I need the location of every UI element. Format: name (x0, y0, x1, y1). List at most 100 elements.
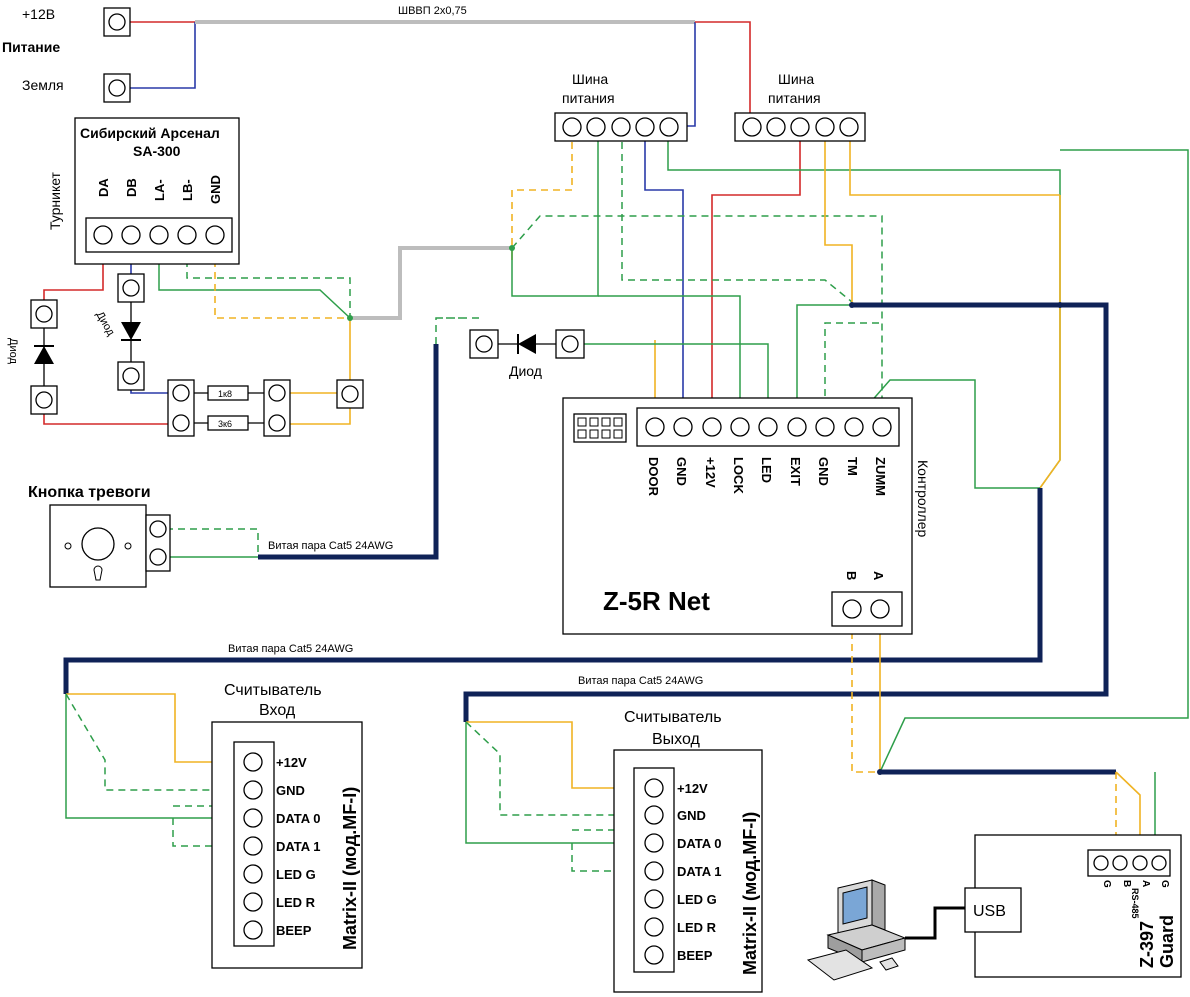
resistor-1k8-label: 1к8 (218, 389, 232, 399)
wire-gnd2-dash (824, 322, 882, 420)
junction-dot (877, 769, 883, 775)
terminal-screw (844, 417, 864, 437)
reader-out-pin-label: GND (677, 808, 706, 823)
cpu-side (861, 937, 906, 963)
junction-dot (509, 245, 515, 251)
reader-in-pin-label: BEEP (276, 923, 312, 938)
cable-entry (63, 488, 1043, 694)
reader-in-pin-label: +12V (276, 755, 307, 770)
jumper-pin (613, 417, 623, 427)
alarm-cable-label: Витая пара Cat5 24AWG (268, 540, 393, 552)
resistor-1k8 (207, 385, 249, 401)
alarm-button-icon[interactable] (81, 527, 115, 561)
terminal-screw (561, 335, 579, 353)
terminal-screw (787, 417, 807, 437)
resistor-3k6-label: 3к6 (218, 419, 232, 429)
diode-left-symbol-icon (34, 346, 54, 364)
terminal-screw (644, 778, 664, 798)
power-ground-terminal[interactable] (103, 73, 131, 103)
reader-out-pin-label: DATA 1 (677, 864, 722, 879)
resistor-leads (194, 392, 264, 424)
jumper-pin (589, 429, 599, 439)
terminal-screw (659, 117, 679, 137)
wire-tm (854, 379, 1040, 489)
power-cable-label: ШВВП 2х0,75 (398, 5, 467, 17)
converter-pin-label: A (1140, 880, 1151, 887)
turnstile-side-label: Турникет (47, 171, 63, 230)
cable-usb (905, 906, 968, 940)
converter-usb-port[interactable] (964, 887, 1022, 933)
turnstile-model: SA-300 (133, 143, 181, 159)
terminal-screw (644, 917, 664, 937)
terminal-screw (268, 384, 286, 402)
crossings (347, 245, 1063, 775)
wire-bus-left-ground (683, 22, 696, 127)
alarm-button: Кнопка тревоги Витая пара Cat5 24AWG (28, 484, 393, 588)
converter-rs-label: RS-485 (1130, 888, 1140, 919)
reader-in-label-1: Считыватель (224, 682, 322, 699)
turnstile-pin-label: DB (124, 178, 139, 197)
wire-bus-right-plus (695, 21, 775, 127)
controller-pin-label: LOCK (731, 457, 746, 494)
terminal-screw (341, 385, 359, 403)
reader-in-pin-label: LED R (276, 895, 316, 910)
jumper-pin (577, 417, 587, 427)
wire-out-data1 (571, 829, 654, 872)
reader-exit: Считыватель Выход +12V GND DATA 0 DATA 1… (613, 709, 763, 993)
wire-diode-dash (435, 316, 481, 344)
terminal-screw (35, 391, 53, 409)
wire-out-gnd (465, 721, 654, 816)
terminal-screw (842, 599, 862, 619)
terminal-screw (872, 417, 892, 437)
terminal-screw (243, 808, 263, 828)
alarm-title: Кнопка тревоги (28, 484, 151, 501)
cable-exit-label: Витая пара Cat5 24AWG (578, 675, 703, 687)
reader-in-pin-label: GND (276, 783, 305, 798)
jumper-pin (589, 417, 599, 427)
reader-out-pin-label: LED G (677, 892, 717, 907)
converter-pin-label: G (1159, 880, 1170, 888)
controller-pin-label: GND (674, 457, 689, 486)
diode-center: Диод (469, 329, 585, 379)
terminal-screw (35, 305, 53, 323)
diode-mid-bottom-terminal[interactable] (117, 361, 145, 391)
controller-side-label: Контроллер (915, 460, 931, 537)
terminal-screw (644, 833, 664, 853)
controller-rs-pin-label: B (844, 571, 859, 580)
terminal-screw (243, 780, 263, 800)
reader-in-label-2: Вход (259, 702, 296, 719)
junction-dot (1057, 302, 1063, 308)
bus-left: Шина питания (554, 71, 688, 142)
wire-out-12v (466, 721, 654, 789)
converter-pin-label: B (1121, 880, 1132, 887)
terminal-screw (815, 417, 835, 437)
terminal-screw (122, 279, 140, 297)
reader-out-label-2: Выход (652, 731, 701, 748)
screen-icon (842, 886, 868, 925)
diode-mid-symbol-icon (121, 322, 141, 340)
screw-icon (124, 542, 132, 550)
wire-zumm-dash (511, 215, 883, 420)
screw-icon (64, 542, 72, 550)
terminal-screw (758, 417, 778, 437)
jumper-pins (577, 417, 623, 439)
wire-led-diode (570, 343, 769, 420)
wire-12v-controller (711, 130, 801, 420)
power-title: Питание (2, 39, 60, 55)
reader-out-label-1: Считыватель (624, 709, 722, 726)
controller-jumper-block[interactable] (573, 413, 627, 443)
wire-gnd-controller (644, 130, 684, 420)
power-block: +12В Питание Земля ШВВП 2х0,75 (2, 5, 467, 103)
terminal-screw (562, 117, 582, 137)
controller-pin-label: TM (845, 457, 860, 476)
controller: DOOR GND +12V LOCK LED EXIT GND TM ZUMM … (562, 397, 931, 635)
reader-out-pin-label: LED R (677, 920, 717, 935)
diode-center-symbol-icon (518, 334, 536, 354)
bus-right-label-2: питания (768, 90, 821, 106)
terminal-screw (586, 117, 606, 137)
terminal-screw (1132, 855, 1148, 871)
terminal-screw (644, 861, 664, 881)
jumper-pin (613, 429, 623, 439)
terminal-screw (870, 599, 890, 619)
terminal-screw (121, 225, 141, 245)
